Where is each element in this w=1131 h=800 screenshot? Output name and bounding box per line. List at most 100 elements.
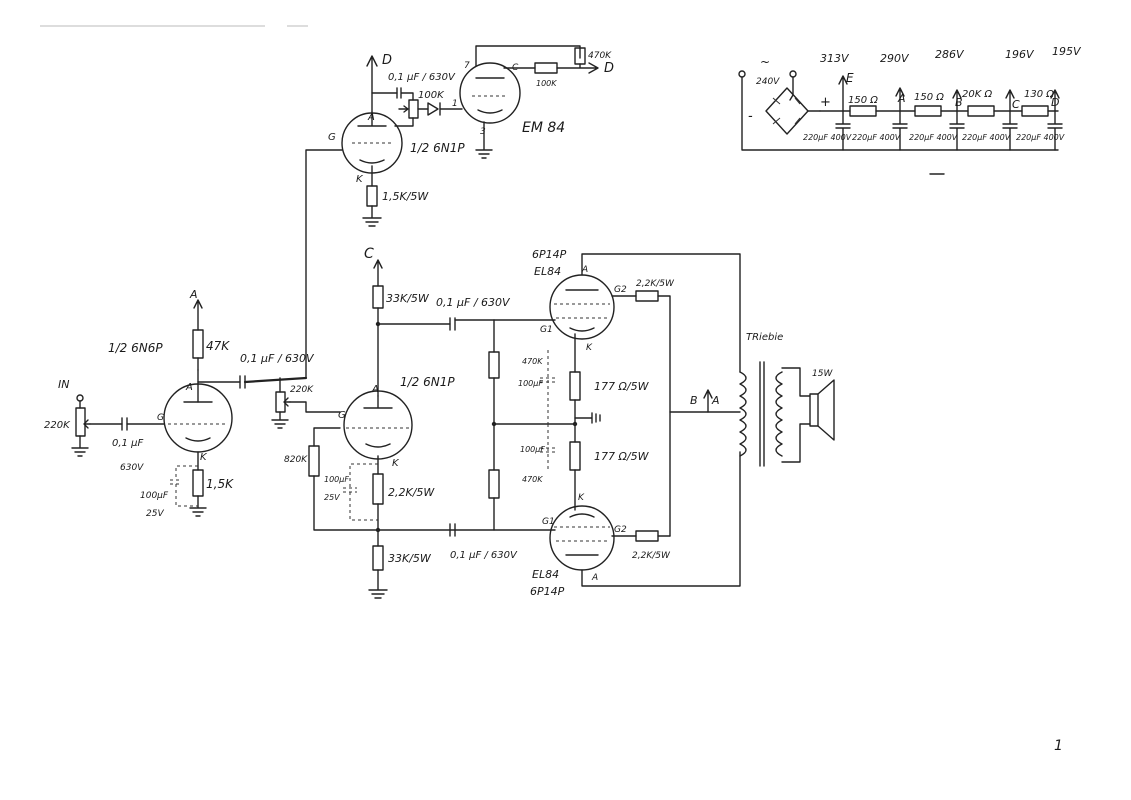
primary-winding (739, 371, 747, 457)
pi-bottom-wire (313, 475, 556, 531)
pot-wiper (398, 105, 409, 113)
grid-wire (305, 149, 343, 379)
tube-plate (363, 395, 393, 409)
tap-e: E (846, 71, 854, 85)
pi-cathode-resistor (372, 473, 384, 505)
bridge-rectifier (765, 87, 809, 135)
plate-r-label: 47K (206, 339, 230, 353)
psu-ground-rail (741, 76, 1059, 151)
pot-lead (394, 117, 414, 127)
supply-arrow-d (366, 55, 378, 113)
cathode-resistor (192, 469, 204, 497)
bias-cap-top (540, 377, 556, 383)
out-top-code: 6P14P (532, 248, 567, 261)
tap-c: C (1012, 98, 1020, 111)
g2-r-top-label: 2,2K/5W (636, 279, 675, 289)
tube-grids (554, 303, 610, 319)
out-top-name: EL84 (534, 265, 561, 278)
coupling-wire (243, 376, 308, 384)
plus-sign: + (820, 95, 831, 110)
g2-r-bottom-label: 2,2K/5W (632, 551, 671, 561)
pi-cap-top-label: 0,1 μF / 630V (436, 296, 511, 309)
top-plate-wire (581, 253, 741, 373)
psu-resistor-3 (967, 105, 995, 117)
speaker-magnet (809, 393, 819, 427)
speaker-cone (817, 379, 835, 441)
pi-cap-top (449, 317, 456, 331)
pi-tube-label: 1/2 6N1P (400, 375, 455, 389)
output-transformer: TRiebie 15W (739, 332, 835, 467)
pi-grid-resistor (308, 445, 320, 477)
pin-g2: G2 (614, 525, 627, 535)
em84-ground (475, 121, 493, 159)
pi-grid-lead (313, 427, 341, 447)
em84-r-series (534, 62, 558, 74)
psu-voltage-313: 313V (820, 52, 850, 65)
ac-terminal (789, 70, 797, 78)
cathode-bypass-cap (170, 465, 198, 507)
tube-el84-top (549, 274, 615, 340)
pin-a: A (581, 265, 588, 275)
tap-b: B (955, 96, 963, 109)
output-stage: 6P14P EL84 A G1 G2 K 2,2K/5W G1 G2 K A E… (488, 248, 741, 598)
pin-k: K (578, 493, 585, 503)
em84-cathode (477, 109, 503, 114)
tap-arrow-a (895, 87, 905, 112)
pi-ground (368, 569, 388, 599)
pin-a: A (371, 384, 379, 395)
psu-r1-label: 150 Ω (848, 95, 878, 106)
out-bottom-code: 6P14P (530, 585, 565, 598)
pin-a: A (185, 382, 193, 393)
speaker-wire-top (781, 367, 811, 397)
grid-feed (289, 401, 341, 413)
pin-g: G (328, 132, 336, 143)
tube-label-6n6p: 1/2 6N6P (108, 341, 163, 355)
cathode-r-label: 1,5K (206, 477, 234, 491)
minus-sign: - (748, 109, 753, 124)
em84-stage: D A G K 1/2 6N1P 1,5K/5W 0,1 μF / 630V 1… (305, 45, 614, 379)
em84-out-label: D (604, 61, 614, 76)
pin-a: A (367, 112, 375, 123)
pin-g2: G2 (614, 285, 627, 295)
cathode-r-bottom (569, 441, 581, 471)
diode (427, 102, 441, 116)
page-number: 1 (1054, 738, 1063, 754)
secondary-winding (775, 371, 783, 457)
em84-tube (459, 62, 521, 124)
psu-resistor-2 (914, 105, 942, 117)
em84-r-series-label: 100K (536, 79, 557, 88)
em84-supply-label: D (382, 53, 392, 68)
bias-cap-top-label: 100μF (518, 379, 543, 388)
cathode-ground (574, 412, 601, 424)
input-ground (71, 435, 89, 457)
em84-pin1: 1 (452, 99, 458, 109)
em84-top-wire (475, 45, 581, 67)
bias-cap-bottom (540, 447, 556, 453)
pi-supply-label: C (364, 246, 374, 262)
volume-pot-label: 220K (290, 385, 314, 395)
em84-label: EM 84 (522, 120, 565, 136)
psu-voltage-290: 290V (880, 52, 910, 65)
speaker-label: 15W (812, 369, 833, 379)
psu-r4-label: 130 Ω (1024, 89, 1054, 100)
tap-a-label: A (711, 394, 720, 407)
bias-r-bottom-label: 470K (522, 475, 543, 484)
pot-wiper (83, 419, 91, 429)
pin-g1: G1 (540, 325, 553, 335)
input-cap-label: 0,1 μF (112, 438, 143, 449)
ac-voltage: 240V (756, 77, 780, 87)
g2-resistor-top (635, 290, 659, 302)
pi-bypass-cap (343, 463, 378, 521)
in-label: IN (58, 378, 69, 391)
coupling: 0,1 μF / 630V 220K (197, 352, 341, 429)
g2-rail (657, 295, 671, 537)
bias-r-top-label: 470K (522, 357, 543, 366)
pin-k: K (356, 174, 364, 185)
em84-r-top-label: 470K (588, 51, 612, 61)
em84-out-arrow (556, 62, 599, 74)
pin-k: K (392, 458, 400, 469)
cathode-r-top (569, 371, 581, 401)
pi-tail-resistor (372, 545, 384, 571)
